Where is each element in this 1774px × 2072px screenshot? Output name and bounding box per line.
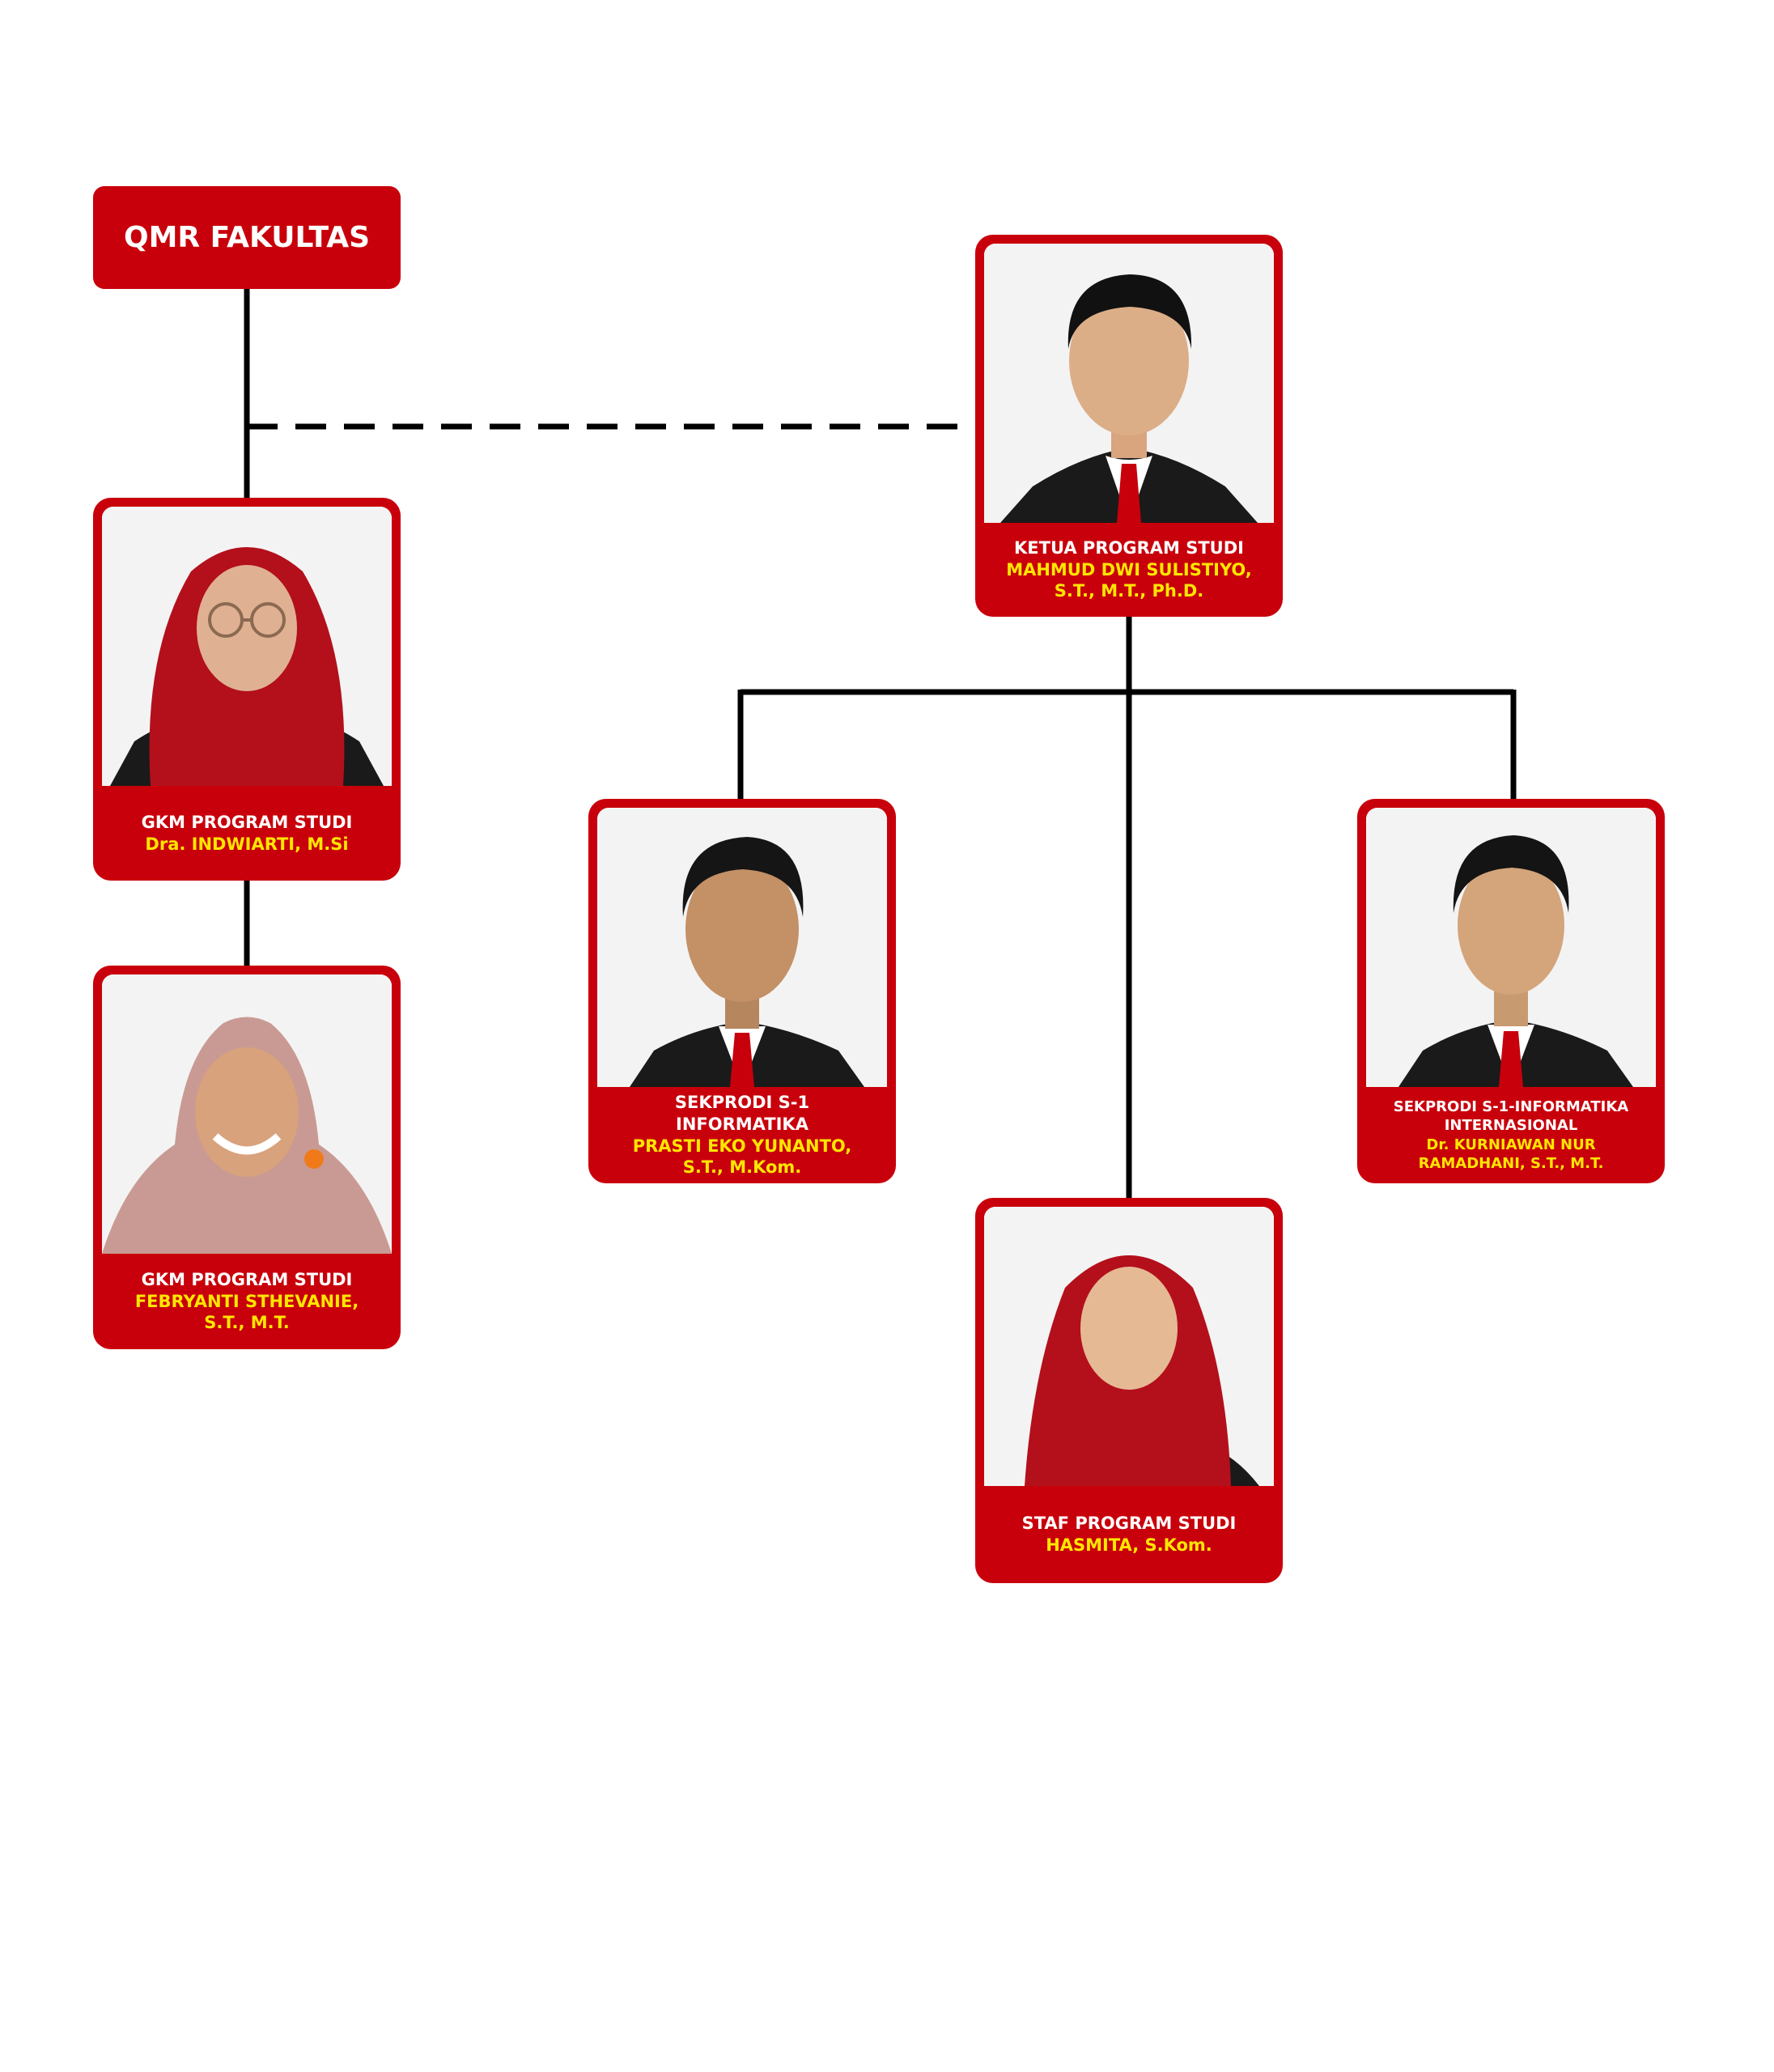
name-gkm-2-line1: FEBRYANTI STHEVANIE, <box>134 1291 359 1311</box>
role-ketua: KETUA PROGRAM STUDI <box>1014 537 1244 558</box>
role-sekprodi-2-line1: SEKPRODI S-1-INFORMATIKA <box>1393 1098 1629 1116</box>
card-gkm-program-studi-2: GKM PROGRAM STUDI FEBRYANTI STHEVANIE, S… <box>93 966 401 1349</box>
name-staf: HASMITA, S.Kom. <box>1046 1535 1212 1555</box>
person-photo-icon <box>102 974 392 1254</box>
person-photo-icon <box>1366 808 1656 1087</box>
photo-gkm-2 <box>102 974 392 1254</box>
caption-gkm-1: GKM PROGRAM STUDI Dra. INDWIARTI, M.Si <box>93 786 401 881</box>
caption-sekprodi-1: SEKPRODI S-1 INFORMATIKA PRASTI EKO YUNA… <box>588 1087 896 1183</box>
name-sekprodi-2-line1: Dr. KURNIAWAN NUR <box>1426 1136 1596 1153</box>
name-sekprodi-2-line2: RAMADHANI, S.T., M.T. <box>1418 1154 1604 1172</box>
role-staf: STAF PROGRAM STUDI <box>1021 1514 1237 1534</box>
role-sekprodi-1-line1: SEKPRODI S-1 <box>674 1092 810 1112</box>
card-sekprodi-s1-informatika-internasional: SEKPRODI S-1-INFORMATIKA INTERNASIONAL D… <box>1357 799 1665 1183</box>
caption-sekprodi-2: SEKPRODI S-1-INFORMATIKA INTERNASIONAL D… <box>1357 1087 1665 1183</box>
card-gkm-program-studi-1: GKM PROGRAM STUDI Dra. INDWIARTI, M.Si <box>93 498 401 881</box>
photo-sekprodi-1 <box>597 808 887 1087</box>
name-sekprodi-1-line1: PRASTI EKO YUNANTO, <box>632 1136 852 1156</box>
card-staf-program-studi: STAF PROGRAM STUDI HASMITA, S.Kom. <box>975 1198 1283 1583</box>
caption-gkm-2: GKM PROGRAM STUDI FEBRYANTI STHEVANIE, S… <box>93 1254 401 1349</box>
name-ketua-line1: MAHMUD DWI SULISTIYO, <box>1006 559 1252 580</box>
caption-staf: STAF PROGRAM STUDI HASMITA, S.Kom. <box>975 1486 1283 1583</box>
role-gkm-2: GKM PROGRAM STUDI <box>141 1269 353 1289</box>
qmr-fakultas-box: QMR FAKULTAS <box>93 186 401 289</box>
person-photo-icon <box>984 1207 1274 1486</box>
name-sekprodi-1-line2: S.T., M.Kom. <box>682 1157 802 1178</box>
role-sekprodi-2-line2: INTERNASIONAL <box>1444 1117 1578 1135</box>
card-sekprodi-s1-informatika: SEKPRODI S-1 INFORMATIKA PRASTI EKO YUNA… <box>588 799 896 1183</box>
person-photo-icon <box>102 507 392 786</box>
photo-staf <box>984 1207 1274 1486</box>
qmr-fakultas-label: QMR FAKULTAS <box>123 221 371 254</box>
person-photo-icon <box>597 808 887 1087</box>
role-gkm-1: GKM PROGRAM STUDI <box>141 812 353 832</box>
name-ketua-line2: S.T., M.T., Ph.D. <box>1054 581 1204 601</box>
role-sekprodi-1-line2: INFORMATIKA <box>676 1114 808 1134</box>
caption-ketua: KETUA PROGRAM STUDI MAHMUD DWI SULISTIYO… <box>975 523 1283 617</box>
photo-ketua <box>984 244 1274 523</box>
person-photo-icon <box>984 244 1274 523</box>
photo-sekprodi-2 <box>1366 808 1656 1087</box>
photo-gkm-1 <box>102 507 392 786</box>
name-gkm-2-line2: S.T., M.T. <box>204 1313 290 1333</box>
card-ketua-program-studi: KETUA PROGRAM STUDI MAHMUD DWI SULISTIYO… <box>975 235 1283 617</box>
name-gkm-1: Dra. INDWIARTI, M.Si <box>145 834 349 854</box>
